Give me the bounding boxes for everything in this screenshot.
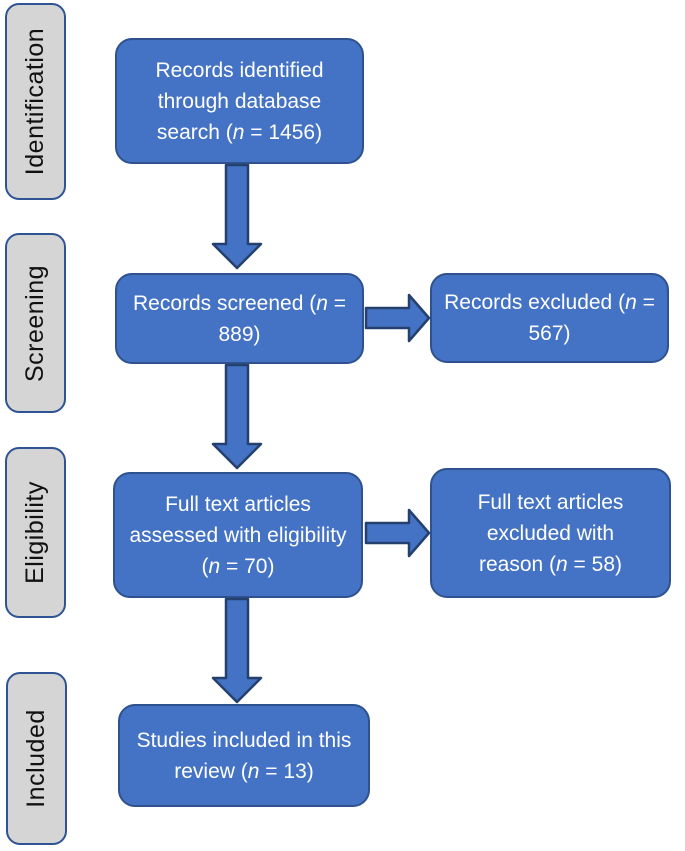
flow-box-records-identified: Records identified through database sear… (115, 38, 364, 164)
stage-label-included-text: Included (22, 709, 50, 808)
stage-label-identification-text: Identification (21, 27, 49, 176)
italic-n: n (316, 291, 328, 315)
flow-box-fulltext-assessed: Full text articles assessed with eligibi… (113, 472, 363, 598)
flow-box-records-screened-text: Records screened (n = 889) (132, 291, 347, 346)
italic-n: n (625, 291, 637, 314)
stage-label-screening: Screening (5, 233, 66, 413)
flow-box-records-excluded-text: Records excluded (n = 567) (444, 291, 655, 345)
right-arrow-screened-to-excluded-icon (364, 292, 432, 344)
flow-box-records-excluded: Records excluded (n = 567) (430, 273, 669, 363)
down-arrow-assessed-to-included-icon (210, 597, 264, 705)
stage-label-eligibility-text: Eligibility (21, 481, 50, 584)
stage-label-eligibility: Eligibility (5, 447, 66, 618)
flow-box-fulltext-assessed-text: Full text articles assessed with eligibi… (129, 492, 347, 578)
flow-box-fulltext-excluded: Full text articles excluded with reason … (430, 468, 671, 598)
flow-box-records-screened: Records screened (n = 889) (115, 273, 364, 364)
italic-n: n (247, 759, 260, 783)
flow-box-studies-included: Studies included in this review (n = 13) (118, 704, 370, 807)
right-arrow-assessed-to-excluded-icon (364, 507, 432, 559)
stage-label-included: Included (6, 672, 67, 845)
stage-label-identification: Identification (5, 3, 66, 200)
down-arrow-identified-to-screened-icon (210, 163, 264, 271)
stage-label-screening-text: Screening (21, 264, 50, 382)
down-arrow-screened-to-assessed-icon (210, 363, 264, 471)
italic-n: n (556, 552, 568, 576)
italic-n: n (208, 554, 221, 578)
flow-box-studies-included-text: Studies included in this review (n = 13) (136, 728, 352, 783)
italic-n: n (232, 120, 245, 144)
flow-box-fulltext-excluded-text: Full text articles excluded with reason … (477, 490, 624, 576)
flow-box-records-identified-text: Records identified through database sear… (155, 58, 324, 144)
